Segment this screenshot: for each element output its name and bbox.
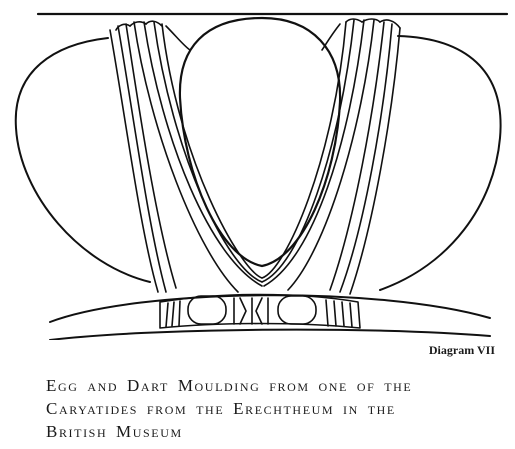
bead-and-reel bbox=[159, 293, 361, 329]
figure-label: Diagram VII bbox=[428, 343, 495, 357]
band-upper-edge bbox=[49, 294, 491, 323]
right-dart-strands bbox=[261, 18, 401, 295]
left-egg bbox=[14, 37, 151, 283]
right-egg bbox=[379, 35, 502, 291]
caption-line-1: Egg and Dart Moulding from one of the bbox=[46, 376, 413, 395]
band-lower-edge bbox=[49, 328, 491, 340]
figure-caption: Egg and Dart Moulding from one of the Ca… bbox=[46, 374, 506, 443]
egg-and-dart-moulding-drawing bbox=[14, 12, 509, 340]
left-dart-top bbox=[165, 25, 191, 51]
center-egg bbox=[178, 16, 342, 268]
caption-line-2: Caryatides from the Erechtheum in the bbox=[46, 399, 396, 418]
right-dart-top bbox=[321, 23, 341, 51]
caption-line-3: British Museum bbox=[46, 422, 183, 441]
left-dart-strands bbox=[109, 20, 263, 293]
